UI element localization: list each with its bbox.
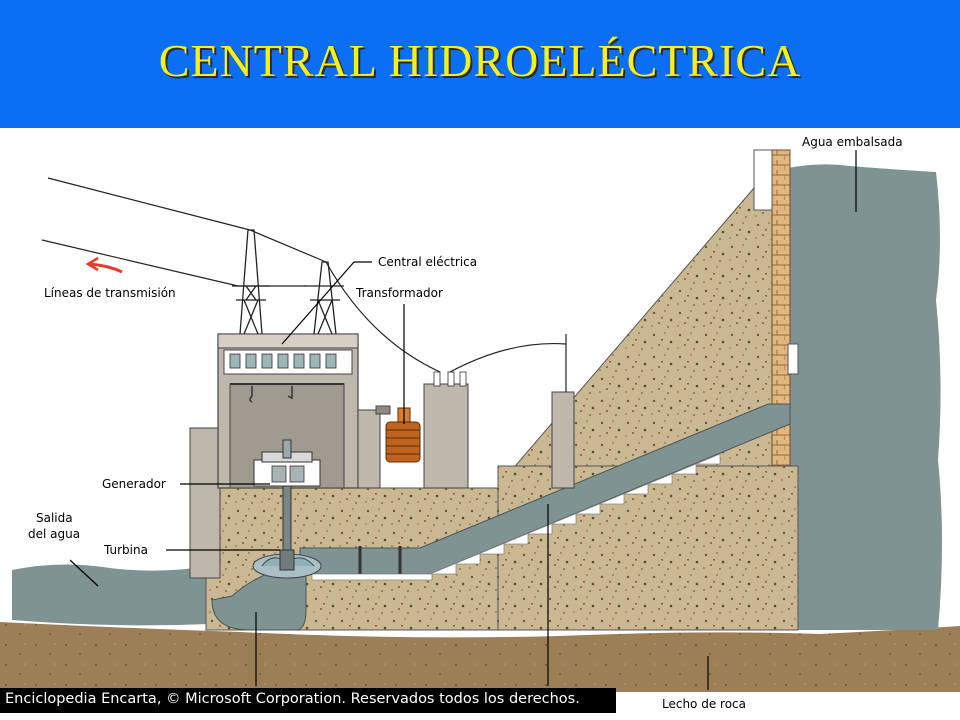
- intake-gate: [787, 343, 799, 375]
- powerhouse-roof-beam: [217, 333, 359, 349]
- crane-hook: [249, 386, 253, 403]
- label-transformador: Transformador: [355, 286, 443, 300]
- label-salida-line1: Salida: [36, 511, 73, 525]
- annex: [357, 409, 381, 489]
- label-lecho-roca: Lecho de roca: [662, 697, 746, 711]
- penstock-floor: [311, 573, 433, 581]
- power-lines: [41, 177, 567, 392]
- tailwater: [12, 564, 210, 626]
- insulators: [433, 371, 467, 387]
- crane-hook-2: [287, 386, 293, 400]
- turbine-runner: [252, 549, 322, 579]
- dam-top-wall: [753, 149, 773, 211]
- annex-top: [375, 405, 391, 415]
- label-lineas-transmision: Líneas de transmisión: [44, 286, 176, 300]
- bedrock: [0, 622, 960, 692]
- label-agua-embalsada: Agua embalsada: [802, 135, 903, 149]
- label-turbina: Turbina: [103, 543, 148, 557]
- label-generador: Generador: [102, 477, 166, 491]
- powerhouse-left-wing: [189, 427, 221, 579]
- label-central-electrica: Central eléctrica: [378, 255, 477, 269]
- credit-box: Enciclopedia Encarta, © Microsoft Corpor…: [0, 688, 616, 713]
- windows: [229, 353, 337, 369]
- gate-house: [551, 391, 575, 489]
- transformer: [385, 407, 421, 463]
- hydroelectric-diagram: Agua embalsada Central eléctrica Líneas …: [0, 135, 960, 711]
- flow-arrow: [85, 256, 123, 274]
- transmission-tower-right: [304, 261, 344, 335]
- draft-tube: [211, 571, 307, 631]
- reservoir-water: [788, 164, 942, 630]
- label-salida-line2: del agua: [28, 527, 80, 541]
- switch-building: [423, 383, 469, 489]
- generator-unit: [253, 439, 321, 487]
- transmission-tower-left: [232, 229, 270, 335]
- title-bar: CENTRAL HIDROELÉCTRICA: [0, 0, 960, 128]
- copyright-credit: Enciclopedia Encarta, © Microsoft Corpor…: [5, 691, 580, 707]
- leader-lines: [69, 150, 857, 690]
- penstock-steps: [429, 453, 721, 575]
- page-title: CENTRAL HIDROELÉCTRICA: [158, 35, 802, 86]
- shaft: [282, 485, 292, 553]
